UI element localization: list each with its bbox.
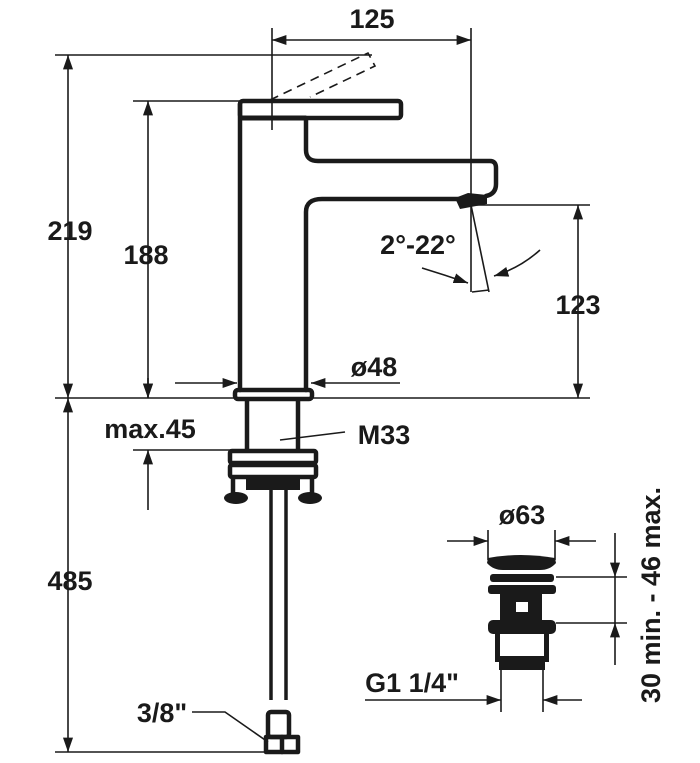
pop-up-drain: [365, 530, 627, 712]
label-max-deck: max.45: [104, 414, 196, 444]
angle-arrow-left: [421, 267, 469, 284]
faucet-body: [224, 51, 499, 755]
label-total-height: 219: [47, 216, 92, 246]
mounting-nut: [227, 448, 319, 466]
lever-handle: [237, 98, 404, 121]
dimension-lines: [62, 34, 584, 752]
label-body-height: 188: [123, 240, 168, 270]
lever-open-position: [269, 51, 377, 101]
base-flange: [232, 387, 315, 402]
label-drain-height-range: 30 min. - 46 max.: [636, 487, 666, 703]
aerator: [455, 193, 487, 209]
m33-leader: [279, 431, 346, 441]
drain-cap: [487, 555, 556, 570]
label-thread: M33: [358, 420, 411, 450]
label-spout-angle: 2°-22°: [380, 230, 456, 260]
label-below-deck: 485: [47, 566, 92, 596]
spout-angle-line: [470, 204, 490, 293]
label-drain-thread: G1 1/4": [365, 668, 459, 698]
label-body-diameter: ø48: [351, 352, 398, 382]
label-drain-diameter: ø63: [499, 500, 546, 530]
label-hose-connection: 3/8": [137, 698, 187, 728]
label-spout-reach: 125: [349, 4, 394, 34]
hose-leader: [192, 711, 269, 743]
angle-arrow-right: [493, 249, 541, 277]
label-outlet-height: 123: [555, 290, 600, 320]
